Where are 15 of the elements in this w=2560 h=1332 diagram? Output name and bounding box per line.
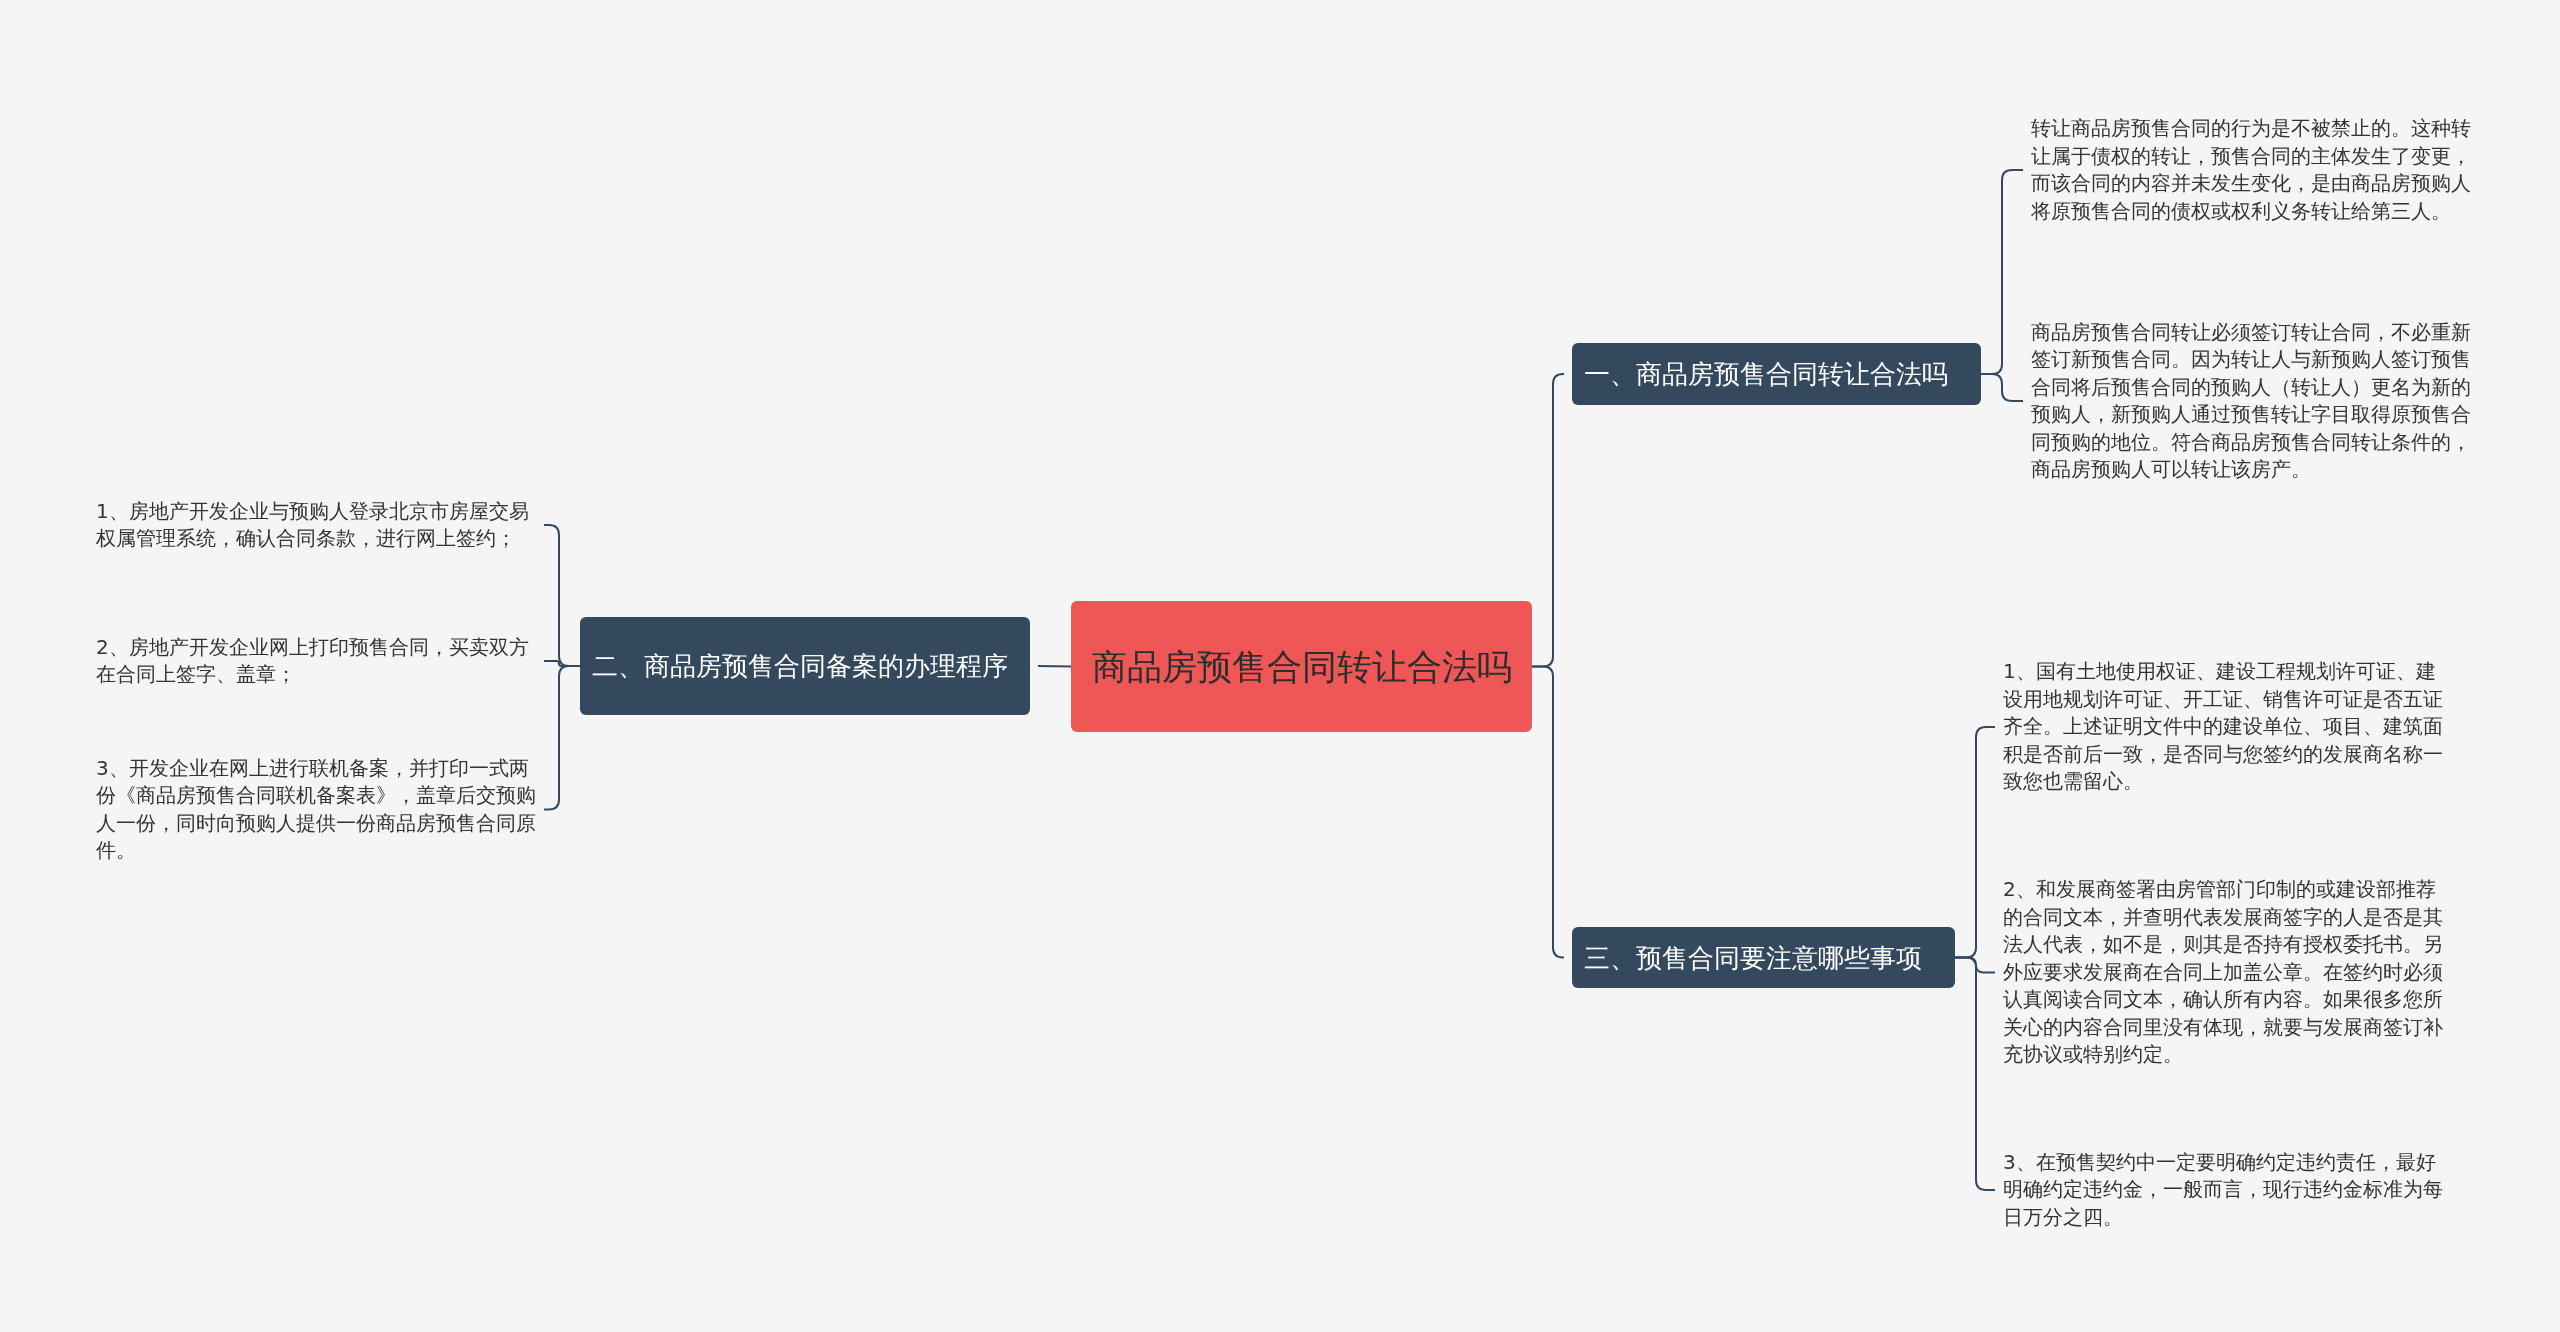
note-text: 1、国有土地使用权证、建设工程规划许可证、建设用地规划许可证、开工证、销售许可证是否五证齐全。上述证明文件中的建设单位、项目、建筑面积是否前后一致，是否同与您签约的发展商名称一致您也需留心。	[2003, 656, 2443, 798]
connector-line	[1037, 665, 1072, 668]
topic-box: 二、商品房预售合同备案的办理程序	[580, 617, 1030, 715]
note-text: 2、房地产开发企业网上打印预售合同，买卖双方在合同上签字、盖章；	[96, 632, 536, 690]
connector-line	[1980, 373, 2024, 402]
central-topic-box: 商品房预售合同转让合法吗	[1071, 601, 1532, 732]
note-text: 3、在预售契约中一定要明确约定违约责任，最好明确约定违约金，一般而言，现行违约金标准为每日万分之四。	[2003, 1146, 2443, 1234]
note-text: 转让商品房预售合同的行为是不被禁止的。这种转让属于债权的转让，预售合同的主体发生了变更，而该合同的内容并未发生变化，是由商品房预购人将原预售合同的债权或权利义务转让给第三人。	[2031, 100, 2471, 240]
connector-line	[1531, 665, 1565, 959]
note-text: 1、房地产开发企业与预购人登录北京市房屋交易权属管理系统，确认合同条款，进行网上签约；	[96, 481, 536, 569]
topic-box: 三、预售合同要注意哪些事项	[1572, 927, 1955, 988]
note-text: 2、和发展商签署由房管部门印制的或建设部推荐的合同文本，并查明代表发展商签字的人是否是其法人代表，如不是，则其是否持有授权委托书。另外应要求发展商在合同上加盖公章。在签约时必须认真阅读合同文本，确认所有内容。如果很多您所关心的内容合同里没有体现，就要与发展商签订补充协议或特别约定。	[2003, 860, 2443, 1085]
topic-box: 一、商品房预售合同转让合法吗	[1572, 343, 1981, 405]
note-text: 3、开发企业在网上进行联机备案，并打印一式两份《商品房预售合同联机备案表》，盖章后交预购人一份，同时向预购人提供一份商品房预售合同原件。	[96, 752, 536, 867]
note-text: 商品房预售合同转让必须签订转让合同，不必重新签订新预售合同。因为转让人与新预购人签订预售合同将后预售合同的预购人（转让人）更名为新的预购人，新预购人通过预售转让字目取得原预售合同预购的地位。符合商品房预售合同转让条件的，商品房预购人可以转让该房产。	[2031, 303, 2471, 499]
